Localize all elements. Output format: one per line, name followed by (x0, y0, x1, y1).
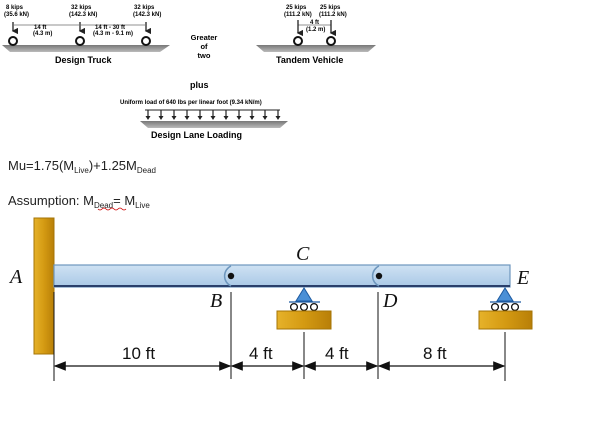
tandem-space-si: (1.2 m) (306, 27, 325, 33)
spellcheck-underline (97, 207, 127, 211)
truck-wheel-2 (75, 36, 85, 46)
point-label-d: D (382, 290, 398, 312)
tandem-caption: Tandem Vehicle (276, 55, 343, 65)
point-label-c: C (296, 243, 310, 265)
roller-support-e (478, 287, 533, 330)
design-truck-figure: 8 kips (35.6 kN) 32 kips (142.3 kN) 32 k… (2, 5, 170, 65)
tandem-load2-label: 25 kips (320, 5, 341, 11)
roller-c-base (276, 310, 332, 330)
greater-word-2: of (200, 42, 208, 51)
dim-label-de: 8 ft (423, 344, 447, 363)
roller-c-triangle (295, 287, 313, 302)
lane-load-arrowhead (145, 116, 151, 120)
tandem-wheel-2 (326, 36, 336, 46)
lane-load-arrows (145, 110, 281, 120)
roller-e-wheel-3 (510, 302, 520, 312)
truck-load1-si: (35.6 kN) (4, 12, 29, 18)
tandem-load1-si: (111.2 kN) (284, 12, 312, 18)
lane-load-arrowhead (223, 116, 229, 120)
truck-wheel-3 (141, 36, 151, 46)
roller-support-c (276, 287, 332, 330)
formula-live-sub: Live (74, 166, 89, 175)
fixed-wall-support (33, 217, 55, 355)
assumption-dead-sub: Dead (94, 201, 113, 210)
assumption-eq: = M (113, 193, 135, 208)
tandem-load2-si: (111.2 kN) (319, 12, 347, 18)
point-label-b: B (210, 290, 222, 312)
lane-load-text: Uniform load of 640 lbs per linear foot … (120, 100, 262, 106)
lane-load-arrowhead (210, 116, 216, 120)
lane-load-arrowhead (158, 116, 164, 120)
dim-label-ab: 10 ft (122, 344, 155, 363)
roller-c-wheel-1 (289, 302, 299, 312)
roller-e-triangle (496, 287, 514, 302)
greater-of-two: Greater of two (191, 33, 218, 60)
beam-body (53, 264, 511, 288)
roller-c-wheel-2 (299, 302, 309, 312)
formula-dead-sub: Dead (137, 166, 156, 175)
assumption-prefix: Assumption: M (8, 193, 94, 208)
truck-road-surface (2, 45, 170, 52)
formula-lhs: Mu=1.75(M (8, 158, 74, 173)
formula-mid: )+1.25M (89, 158, 137, 173)
lane-load-arrowhead (275, 116, 281, 120)
truck-caption: Design Truck (55, 55, 113, 65)
lane-load-arrowhead (236, 116, 242, 120)
hinge-b-outline (223, 265, 232, 287)
dim-label-bc: 4 ft (249, 344, 273, 363)
lane-caption: Design Lane Loading (151, 130, 242, 140)
lane-load-arrowhead (171, 116, 177, 120)
truck-space1-si: (4.3 m) (33, 31, 52, 37)
tandem-wheel-1 (293, 36, 303, 46)
dim-label-cd: 4 ft (325, 344, 349, 363)
point-label-e: E (516, 267, 529, 289)
hinge-d-outline (371, 265, 380, 287)
plus-label: plus (190, 80, 209, 90)
roller-e-wheel-2 (500, 302, 510, 312)
lane-load-arrowhead (262, 116, 268, 120)
roller-c-wheel-3 (309, 302, 319, 312)
assumption-live-sub: Live (135, 201, 150, 210)
hinge-d-pin (375, 272, 383, 280)
greater-word-3: two (198, 51, 211, 60)
assumption-line: Assumption: MDead= MLive (8, 193, 150, 210)
lane-load-arrowhead (197, 116, 203, 120)
truck-space2-si: (4.3 m - 9.1 m) (93, 31, 133, 37)
lane-road-surface (140, 121, 288, 128)
truck-load2-si: (142.3 kN) (69, 12, 97, 18)
truck-load1-label: 8 kips (6, 5, 24, 11)
point-label-a: A (8, 266, 23, 288)
moment-formula: Mu=1.75(MLive)+1.25MDead (8, 158, 156, 175)
tandem-space-label: 4 ft (310, 20, 319, 26)
design-lane-figure: Uniform load of 640 lbs per linear foot … (120, 100, 288, 140)
beam-diagram: A B C D E 10 ft 4 ft 4 ft 8 ft (8, 217, 533, 381)
truck-space2-label: 14 ft - 30 ft (95, 25, 125, 31)
roller-e-wheel-1 (490, 302, 500, 312)
tandem-load1-label: 25 kips (286, 5, 307, 11)
lane-load-arrowhead (249, 116, 255, 120)
truck-space1-label: 14 ft (34, 25, 46, 31)
truck-load2-label: 32 kips (71, 5, 92, 11)
greater-word-1: Greater (191, 33, 218, 42)
tandem-road-surface (256, 45, 376, 52)
roller-e-base (478, 310, 533, 330)
tandem-vehicle-figure: 25 kips (111.2 kN) 25 kips (111.2 kN) 4 … (256, 5, 376, 65)
truck-wheel-1 (8, 36, 18, 46)
truck-load3-si: (142.3 kN) (133, 12, 161, 18)
lane-load-arrowhead (184, 116, 190, 120)
hinge-b-pin (227, 272, 235, 280)
truck-load3-label: 32 kips (134, 5, 155, 11)
